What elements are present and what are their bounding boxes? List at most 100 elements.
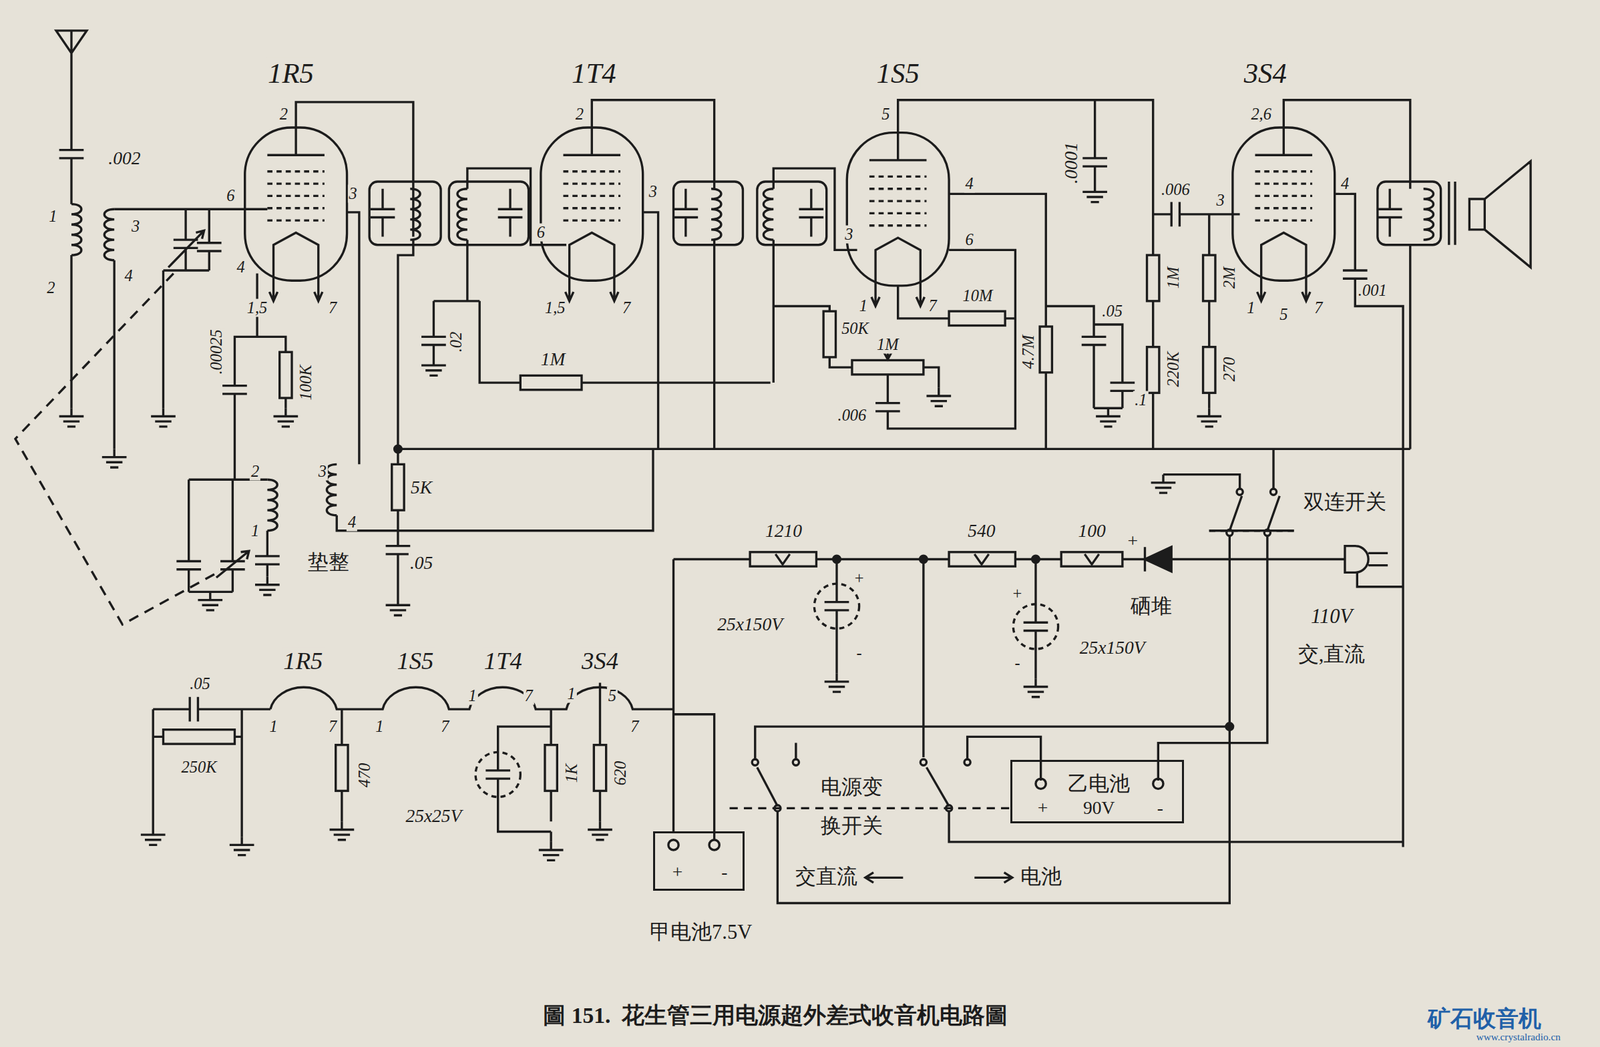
battery-text: - — [1157, 797, 1164, 819]
pin-number: 1 — [373, 717, 385, 736]
pin-number: 6 — [535, 223, 547, 242]
pin-number: 7 — [439, 717, 451, 736]
resistor-value: 10M — [960, 287, 994, 306]
switch-label: 换开关 — [819, 815, 885, 839]
capacitor-value: 25x150V — [715, 614, 784, 635]
pin-number: 4 — [1339, 174, 1351, 193]
polarity-mark: - — [855, 644, 864, 663]
pin-number: 5 — [880, 105, 891, 124]
polarity-mark: + — [1125, 530, 1140, 551]
capacitor-value: .05 — [408, 552, 435, 573]
capacitor-value: .006 — [836, 406, 869, 425]
pin-number: 3 — [647, 182, 659, 202]
pin-number: 4 — [346, 513, 358, 532]
pin-number: 6 — [225, 186, 236, 206]
pin-number: 7 — [621, 299, 632, 318]
capacitor-value: 25x150V — [1078, 637, 1147, 658]
capacitor-value: 25x25V — [404, 806, 463, 827]
resistor-value: 100K — [297, 363, 316, 403]
battery-text: + — [1037, 797, 1049, 819]
note-label: 垫整 — [306, 552, 351, 575]
capacitor-value: .02 — [447, 330, 466, 354]
polarity-mark: + — [853, 569, 866, 588]
capacitor-value: .05 — [1100, 302, 1124, 321]
pin-number: 3 — [347, 184, 359, 204]
pin-number: 2 — [45, 278, 57, 297]
pin-number: 2 — [249, 462, 261, 481]
pin-number: 3 — [130, 217, 141, 236]
pin-number: 1 — [267, 717, 279, 736]
note-label: 交直流 — [793, 866, 859, 889]
pin-number: 1 — [249, 521, 261, 540]
resistor-value: 50K — [840, 319, 871, 338]
pin-number: 2 — [278, 105, 290, 124]
resistor-value: 1K — [562, 762, 581, 785]
capacitor-value: .00025 — [207, 328, 226, 376]
pin-number: 5 — [607, 687, 618, 706]
pin-number: 7 — [522, 687, 534, 706]
tube-label: 1S5 — [875, 57, 921, 89]
battery-text: - — [721, 862, 728, 883]
tube-label: 1T4 — [570, 57, 618, 89]
battery-heading: 甲电池7.5V — [649, 921, 752, 945]
pin-number: 3 — [843, 225, 855, 244]
pin-number: 7 — [629, 717, 640, 736]
resistor-value: 2M — [1220, 265, 1239, 290]
resistor-value: 1M — [875, 335, 901, 354]
pin-number: 7 — [1312, 299, 1324, 318]
resistor-value: 620 — [611, 759, 630, 788]
pin-number: 1,5 — [245, 299, 270, 318]
resistor-value: 1M — [539, 349, 567, 370]
tube-label: 1S5 — [395, 647, 435, 675]
capacitor-value: .05 — [188, 674, 212, 693]
watermark: www.crystalradio.cn — [1475, 1031, 1562, 1043]
pin-number: 4 — [964, 174, 975, 193]
resistor-value: 250K — [179, 758, 218, 777]
pin-number: 3 — [1214, 190, 1226, 210]
capacitor-value: .006 — [1159, 180, 1192, 199]
pin-number: 1 — [47, 207, 59, 226]
pin-number: 7 — [327, 717, 338, 736]
pin-number: 7 — [927, 297, 939, 316]
battery-box: +-甲电池7.5V — [653, 831, 746, 891]
pin-number: 1 — [466, 687, 478, 706]
battery-box: 乙电池 +90V - — [1010, 759, 1184, 824]
battery-text: + — [672, 862, 684, 883]
pin-number: 7 — [327, 299, 338, 318]
note-label: 硒堆 — [1129, 595, 1174, 619]
resistor-value: 100 — [1076, 520, 1107, 541]
polarity-mark: - — [1013, 654, 1022, 673]
voltage-label: 110V — [1309, 606, 1354, 630]
resistor-value: 270 — [1220, 355, 1239, 384]
pin-number: 2,6 — [1249, 105, 1273, 124]
pin-number: 1,5 — [543, 299, 567, 318]
polarity-mark: + — [1011, 584, 1024, 604]
pin-number: 2 — [574, 105, 585, 124]
note-label: 电池 — [1019, 866, 1064, 889]
tube-label: 3S4 — [580, 647, 620, 675]
battery-text: 90V — [1083, 797, 1115, 819]
resistor-value: 220K — [1164, 350, 1183, 389]
resistor-value: 540 — [966, 520, 997, 541]
resistor-value: 470 — [355, 761, 374, 790]
capacitor-value: .001 — [1356, 281, 1389, 300]
pin-number: 1 — [858, 297, 869, 316]
tube-label: 1R5 — [266, 57, 316, 89]
pin-number: 4 — [235, 258, 247, 277]
capacitor-value: .002 — [106, 148, 142, 169]
resistor-value: 4.7M — [1019, 333, 1038, 371]
pin-number: 4 — [122, 266, 134, 285]
tube-label: 3S4 — [1242, 57, 1289, 89]
switch-label: 双连开关 — [1302, 492, 1388, 515]
watermark: 矿石收音机 — [1426, 1006, 1543, 1032]
resistor-value: 5K — [409, 477, 434, 498]
pin-number: 1 — [566, 685, 577, 704]
capacitor-value: .1 — [1133, 391, 1148, 410]
capacitor-value: .0001 — [1061, 141, 1082, 186]
pin-number: 3 — [317, 462, 328, 481]
pin-number: 5 — [1278, 305, 1289, 324]
wiring — [15, 30, 1531, 904]
battery-text: 乙电池 — [1067, 773, 1130, 796]
tube-label: 1R5 — [281, 647, 324, 675]
